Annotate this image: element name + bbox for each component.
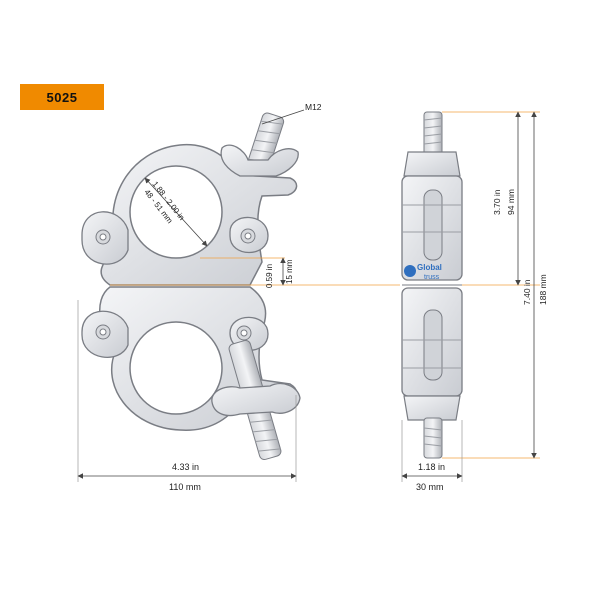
gap-mm: 15 mm <box>285 259 294 284</box>
pivot-pin-hole <box>244 232 252 240</box>
side-bottom-thread <box>423 427 443 447</box>
side-top-thread <box>423 117 443 145</box>
side-top-nut <box>403 151 461 177</box>
front-view: M12 1.88 - 2.00 in 48 - 51 mm 0.59 in 15… <box>77 102 400 492</box>
product-code: 5025 <box>46 89 78 105</box>
half-height-mm: 94 mm <box>506 189 516 215</box>
tube-diameter-arrow <box>144 177 208 247</box>
global-truss-logo: Global truss <box>404 263 442 281</box>
side-view: Global truss 3.70 in <box>401 111 548 492</box>
product-code-badge: 5025 <box>20 84 104 110</box>
logo-line1: Global <box>417 263 442 272</box>
width-mm: 110 mm <box>169 482 201 492</box>
logo-line2: truss <box>424 274 440 281</box>
gap-in: 0.59 in <box>265 264 274 288</box>
depth-mm: 30 mm <box>416 482 444 492</box>
upper-wing-nut <box>220 144 299 177</box>
lower-wing-nut <box>211 383 301 417</box>
height-mm: 188 mm <box>538 274 548 305</box>
pivot-pin-hole <box>99 233 107 241</box>
depth-in: 1.18 in <box>418 462 445 472</box>
height-in: 7.40 in <box>522 279 532 305</box>
bolt-size-label: M12 <box>305 102 322 112</box>
side-upper-slot <box>423 189 443 261</box>
pivot-pin-hole <box>99 328 107 336</box>
bolt-leader-line <box>261 109 305 125</box>
side-bottom-nut <box>403 395 461 421</box>
side-lower-slot <box>423 309 443 381</box>
pivot-pin-hole <box>240 329 248 337</box>
lower-tube-opening <box>129 321 223 415</box>
half-height-in: 3.70 in <box>492 189 502 215</box>
width-in: 4.33 in <box>172 462 199 472</box>
